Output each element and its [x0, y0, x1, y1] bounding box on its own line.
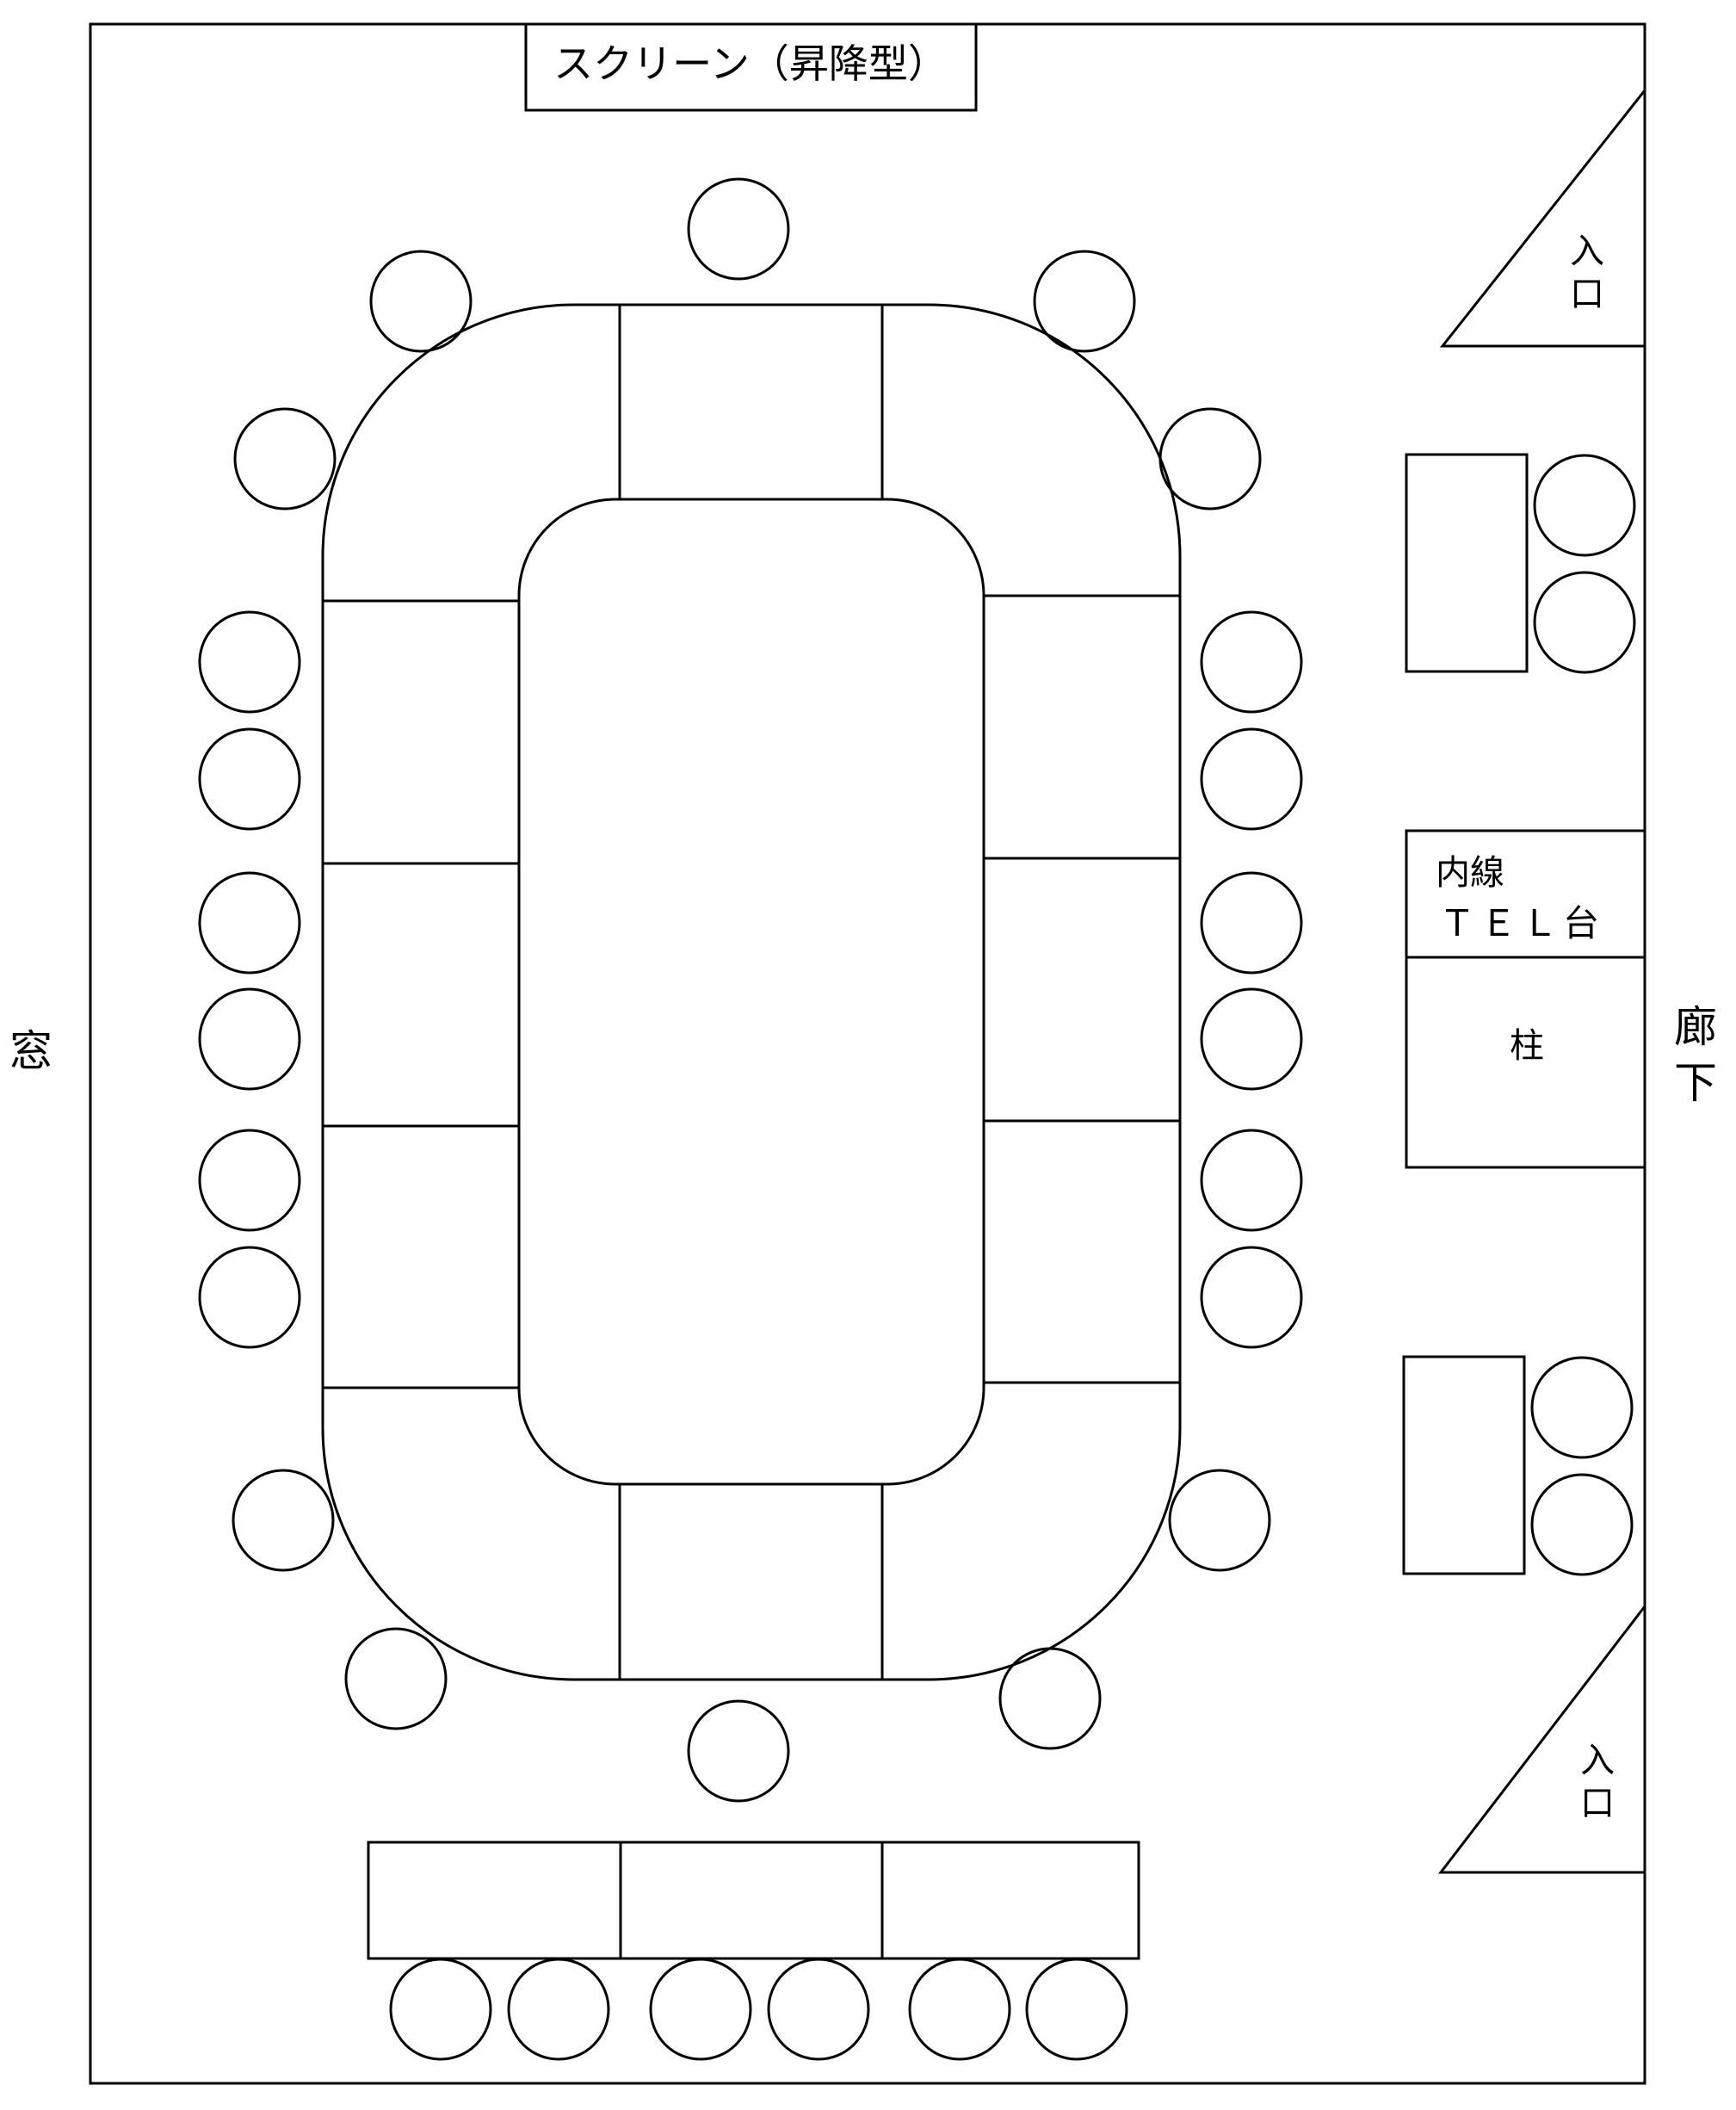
- screen-label: スクリーン（昇降型）: [553, 40, 948, 87]
- chair: [233, 407, 337, 510]
- chair: [198, 1246, 301, 1349]
- chair: [1200, 1246, 1303, 1349]
- chair: [198, 610, 301, 714]
- chair: [198, 727, 301, 831]
- conference-table: [321, 303, 1182, 1681]
- tel-stand: 内線 ＴＥＬ台: [1405, 829, 1646, 959]
- chair: [198, 1129, 301, 1232]
- entrance-bottom-label-1: 入: [1580, 1741, 1615, 1780]
- chair: [767, 1958, 870, 2061]
- entrance-top[interactable]: 入 口: [1439, 86, 1646, 348]
- table-chairs: [198, 177, 1303, 1803]
- chair: [1530, 1356, 1634, 1459]
- chair: [198, 987, 301, 1091]
- chair: [649, 1958, 752, 2061]
- entrance-bottom[interactable]: 入 口: [1437, 1602, 1646, 1874]
- chair: [232, 1469, 335, 1572]
- chair: [369, 250, 473, 353]
- chair: [198, 871, 301, 975]
- corridor-label-1: 廊: [1674, 1002, 1717, 1052]
- chair: [1200, 610, 1303, 714]
- screen: スクリーン（昇降型）: [524, 22, 978, 112]
- chair: [1200, 987, 1303, 1091]
- chair: [1025, 1958, 1128, 2061]
- chair: [908, 1958, 1011, 2061]
- chair: [1168, 1469, 1271, 1572]
- chair: [1200, 727, 1303, 831]
- corridor-label-2: 下: [1674, 1058, 1717, 1108]
- pillar-label: 柱: [1510, 1026, 1544, 1066]
- chair: [1533, 571, 1636, 674]
- entrance-top-label-2: 口: [1570, 275, 1604, 314]
- window-label: 窓: [9, 1026, 53, 1076]
- chair: [687, 177, 790, 281]
- tel-label-line2: ＴＥＬ台: [1439, 902, 1604, 944]
- chair: [687, 1699, 790, 1803]
- tel-label-line1: 内線: [1436, 853, 1504, 893]
- chair: [1158, 407, 1262, 510]
- side-desk-bottom: [1402, 1355, 1634, 1576]
- bottom-tables: [367, 1841, 1140, 1960]
- chair: [1200, 1129, 1303, 1232]
- chair: [1200, 871, 1303, 975]
- pillar: 柱: [1405, 956, 1646, 1169]
- chair: [389, 1958, 492, 2061]
- entrance-bottom-label-2: 口: [1580, 1784, 1615, 1823]
- bottom-chairs: [389, 1958, 1128, 2061]
- side-desk-top: [1405, 453, 1636, 674]
- chair: [507, 1958, 610, 2061]
- chair: [1530, 1473, 1634, 1576]
- chair: [344, 1627, 448, 1730]
- entrance-top-label-1: 入: [1570, 232, 1604, 271]
- chair: [998, 1647, 1102, 1750]
- chair: [1033, 250, 1136, 353]
- chair: [1533, 454, 1636, 557]
